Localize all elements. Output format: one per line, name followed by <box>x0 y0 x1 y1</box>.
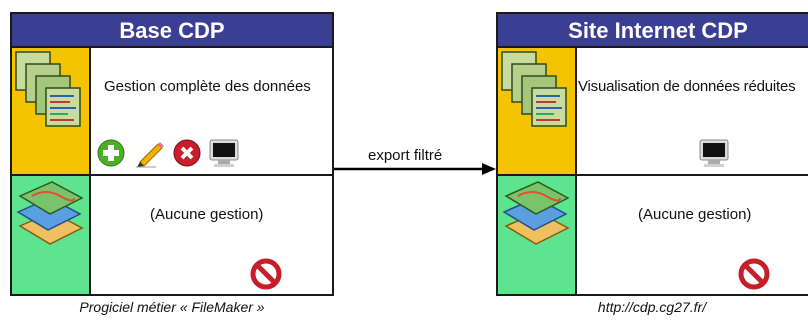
documents-icon <box>15 51 81 127</box>
left-row1-icons <box>96 136 256 170</box>
right-column-divider <box>575 48 577 294</box>
right-caption: http://cdp.cg27.fr/ <box>597 299 707 315</box>
right-row-divider <box>498 174 808 176</box>
monitor-icon[interactable] <box>698 138 730 168</box>
map-layers-icon <box>502 181 570 245</box>
right-panel-title: Site Internet CDP <box>498 14 808 48</box>
right-row2-icon-cell <box>498 176 575 294</box>
pencil-icon[interactable] <box>134 136 164 168</box>
right-row2-text: (Aucune gestion) <box>638 206 752 223</box>
left-panel-title: Base CDP <box>12 14 332 48</box>
monitor-icon[interactable] <box>208 138 240 168</box>
delete-icon[interactable] <box>172 138 202 168</box>
left-row1-icon-cell <box>12 48 89 174</box>
export-arrow <box>334 163 496 175</box>
left-row-divider <box>12 174 332 176</box>
add-icon[interactable] <box>96 138 126 168</box>
right-row1-icon-cell <box>498 48 575 174</box>
map-layers-icon <box>16 181 84 245</box>
left-caption: Progiciel métier « FileMaker » <box>79 299 265 315</box>
right-panel: Site Internet CDP Visu <box>496 12 808 296</box>
prohibited-icon <box>250 258 282 290</box>
documents-icon <box>501 51 567 127</box>
left-panel: Base CDP Gestion compl <box>10 12 334 296</box>
prohibited-icon <box>738 258 770 290</box>
left-row2-icon-cell <box>12 176 89 294</box>
left-column-divider <box>89 48 91 294</box>
left-row1-text: Gestion complète des données <box>104 78 311 95</box>
left-row2-text: (Aucune gestion) <box>150 206 264 223</box>
right-row1-text: Visualisation de données réduites <box>578 78 796 95</box>
arrow-label: export filtré <box>368 147 443 164</box>
